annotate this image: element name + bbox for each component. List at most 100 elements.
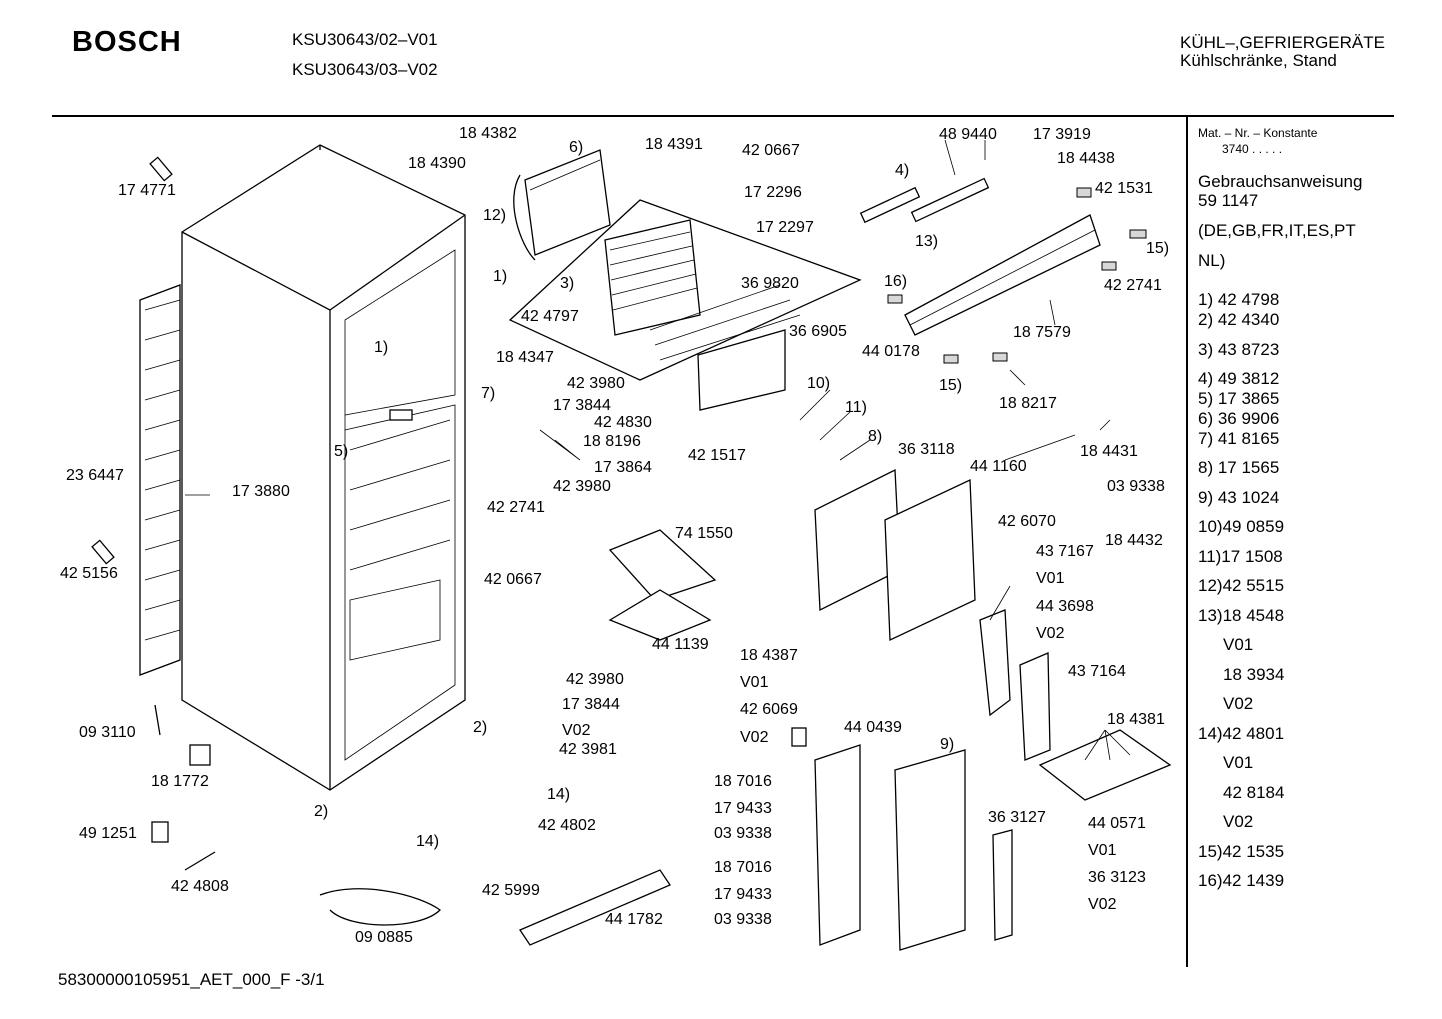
constant-value: 3740 . . . . . [1222,142,1283,156]
callout-label: 12) [483,207,507,224]
callout-label: 8) [868,428,883,445]
part-label: 44 1782 [605,911,663,928]
relay-box [151,821,169,843]
parts-entry: 13)18 4548 [1198,606,1285,625]
part-label: 43 7167 [1036,543,1094,560]
callout-label: 5) [334,443,349,460]
category-title: KÜHL–,GEFRIERGERÄTE [1180,33,1385,52]
part-label: 48 9440 [939,126,997,143]
callout-label: 15) [1146,240,1170,257]
parts-entry: V01 [1223,635,1254,654]
parts-entry: 5) 17 3865 [1198,389,1280,408]
part-label: 42 3980 [567,375,625,392]
evaporator-assembly [508,149,862,381]
brand-logo: BOSCH [72,26,182,58]
part-label: 44 1139 [652,636,709,653]
manual-languages: (DE,GB,FR,IT,ES,PT [1198,221,1356,240]
parts-entry: 16)42 1439 [1198,871,1285,890]
part-label: 42 4797 [521,308,579,325]
part-label: 42 5156 [60,565,118,582]
variant-label: V02 [740,729,769,746]
door-shelf-1 [979,609,1011,717]
part-label: 42 3980 [566,671,624,688]
part-label: 42 3980 [553,478,611,495]
variant-label: V02 [1036,625,1065,642]
parts-entry: V02 [1223,812,1254,831]
parts-entry: 42 8184 [1223,783,1285,802]
header-divider [52,115,1394,117]
part-label: 43 7164 [1068,663,1126,680]
part-label: 42 6069 [740,701,798,718]
part-label: 42 6070 [998,513,1056,530]
door-shelf-2 [1019,652,1051,761]
parts-entry: 11)17 1508 [1198,547,1283,566]
parts-entry: 14)42 4801 [1198,724,1285,743]
part-label: 18 1772 [151,773,209,790]
part-label: 44 0571 [1088,815,1146,832]
door-switch [791,727,807,747]
callout-label: 9) [940,736,955,753]
variant-label: V02 [562,722,591,739]
parts-entry: V01 [1223,753,1254,772]
callout-label: 14) [547,786,571,803]
parts-entry: 15)42 1535 [1198,842,1285,861]
sidebar-divider [1186,117,1188,967]
fridge-cabinet [181,144,466,791]
manual-number: 59 1147 [1198,191,1259,210]
part-label: 23 6447 [66,467,124,484]
leader-lines [185,139,1131,761]
parts-entry: 3) 43 8723 [1198,340,1280,359]
front-grille [519,869,671,946]
part-label: 42 2741 [487,499,545,516]
part-label: 42 0667 [484,571,542,588]
callout-label: 16) [884,273,908,290]
part-label: 18 4438 [1057,150,1115,167]
part-label: 42 4830 [594,414,652,431]
parts-entry: V02 [1223,694,1254,713]
part-label: 18 4390 [408,155,466,172]
part-label: 42 1531 [1095,180,1153,197]
part-label: 17 3844 [553,397,611,414]
part-label: 74 1550 [675,525,733,542]
hinge-pin-part [149,156,173,182]
part-label: 03 9338 [1107,478,1165,495]
part-label: 36 9820 [741,275,799,292]
part-label: 18 7016 [714,859,772,876]
part-label: 17 2297 [756,219,814,236]
part-label: 18 4382 [459,125,517,142]
callout-label: 2) [314,803,329,820]
callout-label: 10) [807,375,831,392]
drawer-support [608,589,712,641]
model-number-2: KSU30643/03–V02 [292,60,438,79]
category-subtitle: Kühlschränke, Stand [1180,51,1337,70]
parts-entry: 1) 42 4798 [1198,290,1280,309]
part-label: 42 2741 [1104,277,1162,294]
parts-entry: 9) 43 1024 [1198,488,1280,507]
manual-title: Gebrauchsanweisung [1198,172,1363,191]
part-label: 42 5999 [482,882,540,899]
callout-label: 13) [915,233,939,250]
part-label: 09 3110 [79,724,136,741]
callout-label: 4) [895,162,910,179]
part-label: 17 3880 [232,483,290,500]
part-label: 44 1160 [970,458,1027,475]
part-label: 17 9433 [714,886,772,903]
light-cover-plates [814,468,976,642]
rear-cover-plate [697,329,786,411]
part-label: 18 8196 [583,433,641,450]
variant-label: V01 [1088,842,1117,859]
parts-entry: 10)49 0859 [1198,517,1285,536]
parts-entry: 18 3934 [1223,665,1285,684]
door-liner-1 [814,744,861,946]
variant-label: V01 [740,674,769,691]
part-label: 42 4808 [171,878,229,895]
part-label: 18 4391 [645,136,703,153]
part-label: 36 3123 [1088,869,1146,886]
part-label: 18 4432 [1105,532,1163,549]
part-label: 17 3864 [594,459,652,476]
model-number-1: KSU30643/02–V01 [292,30,438,49]
callout-label: 1) [374,339,389,356]
part-label: 42 4802 [538,817,596,834]
part-label: 18 7579 [1013,324,1071,341]
part-label: 42 3981 [559,741,617,758]
